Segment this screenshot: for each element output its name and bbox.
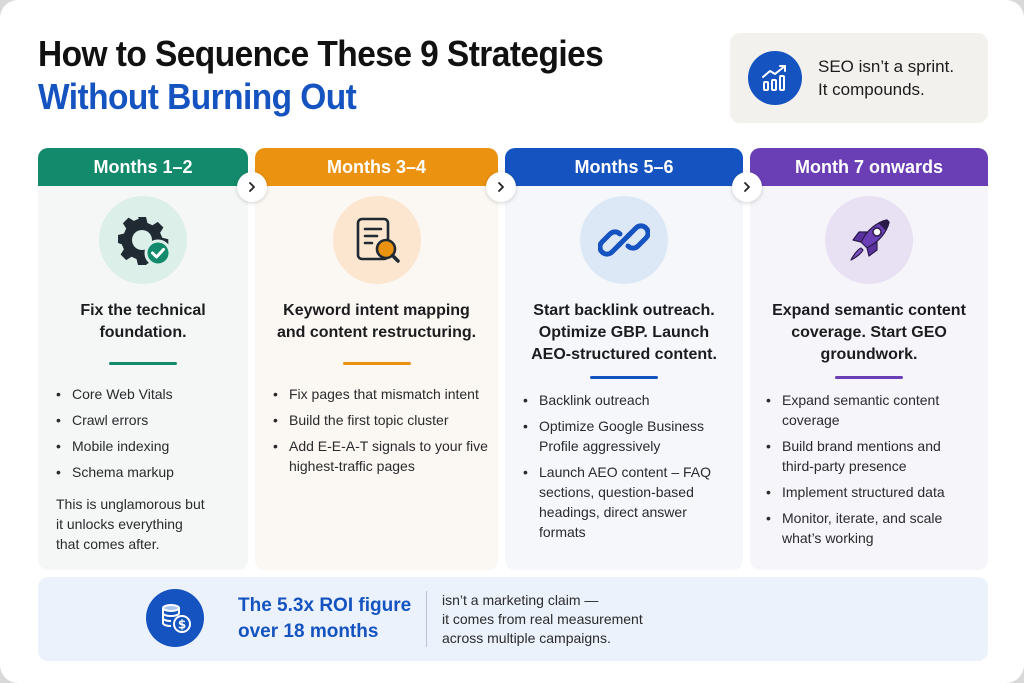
headline-line: and content restructuring. xyxy=(276,324,477,341)
next-phase-arrow xyxy=(237,172,267,202)
callout-line-1: SEO isn’t a sprint. xyxy=(818,57,955,76)
list-item: Add E-E-A-T signals to your five highest… xyxy=(273,436,488,476)
list-item: Launch AEO content – FAQ sections, quest… xyxy=(523,462,725,542)
phase-header: Months 3–4 xyxy=(255,148,498,186)
note-line: it unlocks everything xyxy=(56,516,183,532)
phase-bullet-list: Core Web Vitals Crawl errors Mobile inde… xyxy=(56,384,174,488)
roi-text-line: isn’t a marketing claim — xyxy=(442,592,599,608)
phase-headline: Fix the technical foundation. xyxy=(38,300,248,344)
link-icon xyxy=(580,196,668,284)
headline-line: Start backlink outreach. xyxy=(533,302,715,319)
note-line: This is unglamorous but xyxy=(56,496,205,512)
roi-explanation: isn’t a marketing claim — it comes from … xyxy=(442,591,643,648)
list-item: Mobile indexing xyxy=(56,436,174,456)
compounds-callout: SEO isn’t a sprint. It compounds. xyxy=(730,33,988,123)
chevron-right-icon xyxy=(498,182,504,192)
chevron-right-icon xyxy=(249,182,255,192)
list-item: Core Web Vitals xyxy=(56,384,174,404)
list-item: Optimize Google Business Profile aggress… xyxy=(523,416,725,456)
roi-highlight-line-2: over 18 months xyxy=(238,621,379,642)
headline-line: Expand semantic content xyxy=(772,302,966,319)
headline-line: groundwork. xyxy=(820,346,918,363)
vertical-divider xyxy=(426,591,427,647)
phase-bullet-list: Fix pages that mismatch intent Build the… xyxy=(273,384,488,482)
phase-header: Months 1–2 xyxy=(38,148,248,186)
page-title: How to Sequence These 9 Strategies Witho… xyxy=(38,32,670,118)
list-item: Schema markup xyxy=(56,462,174,482)
phase-column-4: Month 7 onwards Expa xyxy=(750,148,988,570)
callout-line-2: It compounds. xyxy=(818,80,925,99)
phase-headline: Start backlink outreach. Optimize GBP. L… xyxy=(505,300,743,366)
next-phase-arrow xyxy=(732,172,762,202)
gear-check-icon xyxy=(99,196,187,284)
divider xyxy=(835,376,903,379)
phase-header: Month 7 onwards xyxy=(750,148,988,186)
headline-line: coverage. Start GEO xyxy=(791,324,947,341)
phase-column-1: Months 1–2 Fix the technical foundation. xyxy=(38,148,248,570)
roi-highlight: The 5.3x ROI figure over 18 months xyxy=(238,593,411,645)
growth-chart-icon xyxy=(748,51,802,105)
list-item: Crawl errors xyxy=(56,410,174,430)
phase-columns: Months 1–2 Fix the technical foundation. xyxy=(38,148,988,570)
rocket-icon xyxy=(825,196,913,284)
chevron-right-icon xyxy=(744,182,750,192)
title-line-1: How to Sequence These 9 Strategies xyxy=(38,33,604,74)
list-item: Backlink outreach xyxy=(523,390,725,410)
phase-note: This is unglamorous but it unlocks every… xyxy=(56,494,205,554)
coins-dollar-icon: $ xyxy=(146,589,204,647)
phase-headline: Keyword intent mapping and content restr… xyxy=(255,300,498,344)
next-phase-arrow xyxy=(486,172,516,202)
roi-footer: $ The 5.3x ROI figure over 18 months isn… xyxy=(38,577,988,661)
list-item: Expand semantic content coverage xyxy=(766,390,972,430)
headline-line: Fix the technical xyxy=(80,302,206,319)
phase-column-3: Months 5–6 Start backlink outreach. Opti… xyxy=(505,148,743,570)
roi-highlight-line-1: The 5.3x ROI figure xyxy=(238,595,412,616)
svg-text:$: $ xyxy=(178,618,186,632)
note-line: that comes after. xyxy=(56,536,160,552)
headline-line: Optimize GBP. Launch xyxy=(538,324,710,341)
list-item: Build the first topic cluster xyxy=(273,410,488,430)
list-item: Build brand mentions and third-party pre… xyxy=(766,436,972,476)
roi-text-line: it comes from real measurement xyxy=(442,611,643,627)
phase-column-2: Months 3–4 Keyword intent mapping and co… xyxy=(255,148,498,570)
headline-line: AEO-structured content. xyxy=(531,346,717,363)
list-item: Implement structured data xyxy=(766,482,972,502)
list-item: Monitor, iterate, and scale what’s worki… xyxy=(766,508,972,548)
divider xyxy=(590,376,658,379)
headline-line: Keyword intent mapping xyxy=(283,302,470,319)
document-search-icon xyxy=(332,196,421,284)
phase-header: Months 5–6 xyxy=(505,148,743,186)
headline-line: foundation. xyxy=(99,324,187,341)
phase-bullet-list: Backlink outreach Optimize Google Busine… xyxy=(523,390,725,548)
divider xyxy=(342,362,411,365)
phase-headline: Expand semantic content coverage. Start … xyxy=(750,300,988,366)
divider xyxy=(109,362,177,365)
roi-text-line: across multiple campaigns. xyxy=(442,630,611,646)
title-line-2: Without Burning Out xyxy=(38,76,357,117)
phase-bullet-list: Expand semantic content coverage Build b… xyxy=(766,390,972,554)
callout-text: SEO isn’t a sprint. It compounds. xyxy=(818,55,954,101)
list-item: Fix pages that mismatch intent xyxy=(273,384,488,404)
